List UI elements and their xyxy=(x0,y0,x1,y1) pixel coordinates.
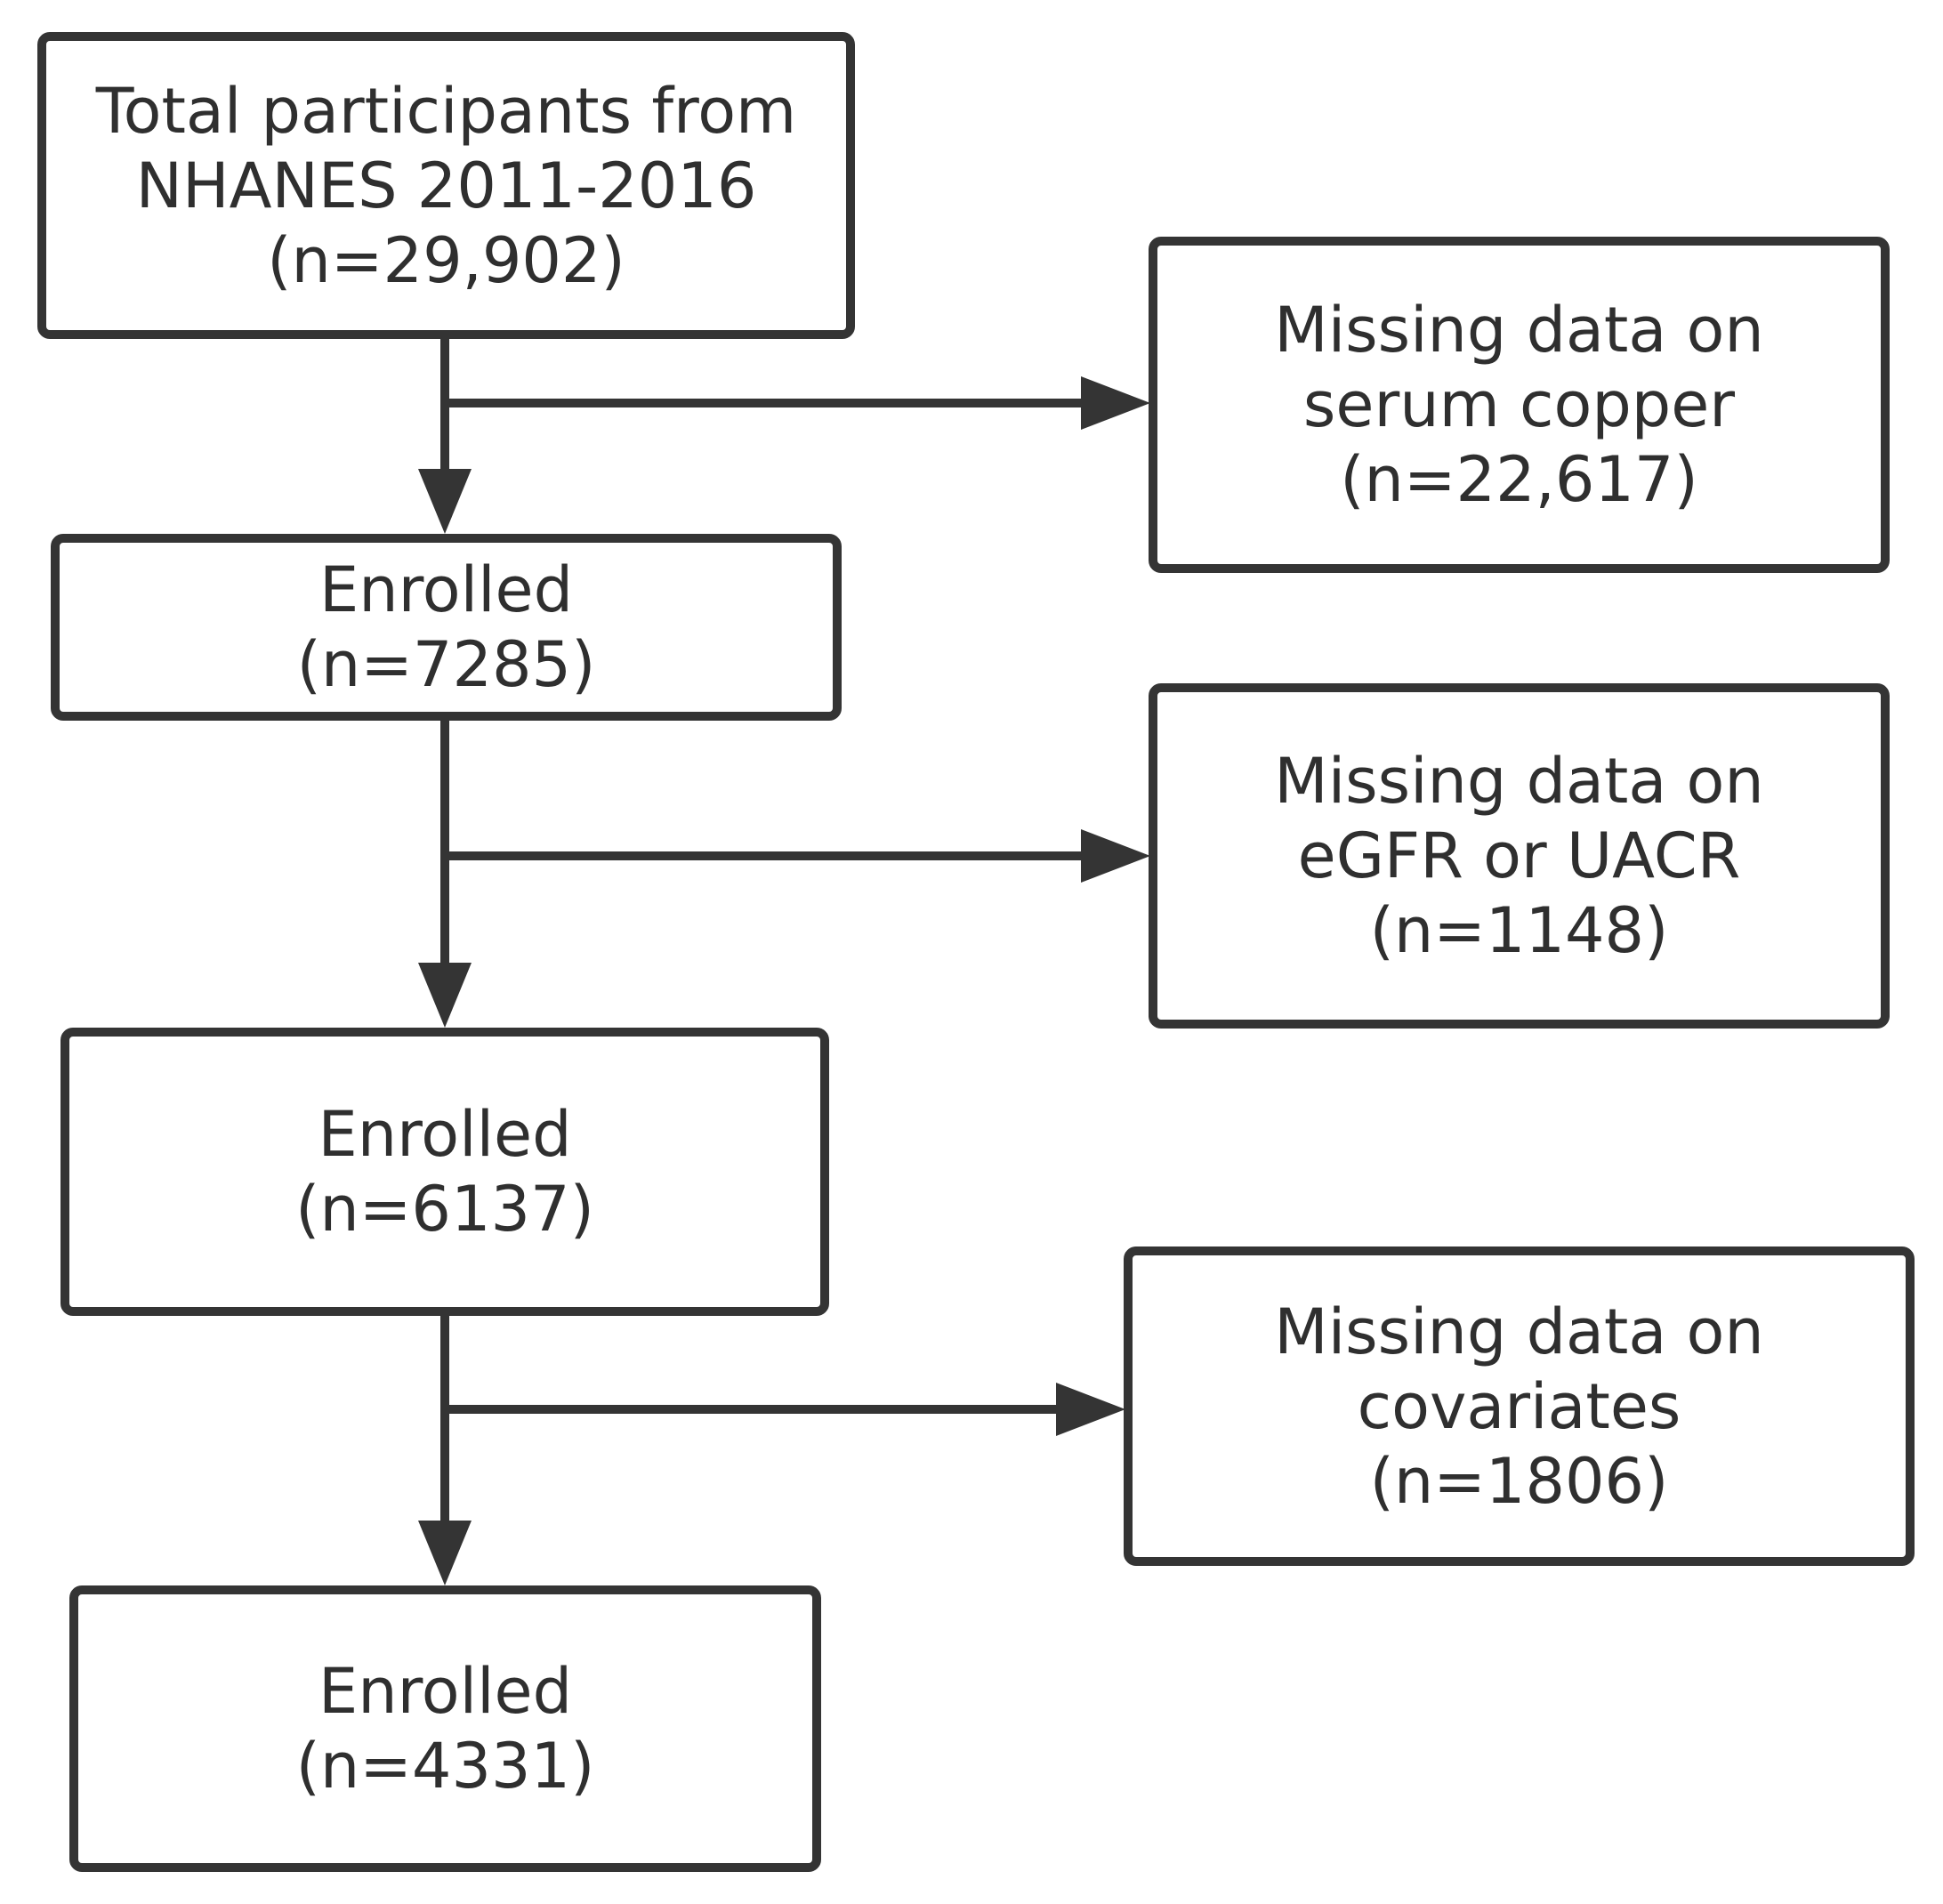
box-label-line: Enrolled xyxy=(318,1655,573,1728)
exclusion-box-serum-copper: Missing data on serum copper (n=22,617) xyxy=(1149,237,1890,573)
box-label-line: Missing data on xyxy=(1274,294,1764,367)
exclusion-box-covariates: Missing data on covariates (n=1806) xyxy=(1124,1246,1915,1566)
box-label-line: NHANES 2011-2016 xyxy=(135,149,757,222)
arrowhead-down-1 xyxy=(418,469,472,534)
box-label-line: covariates xyxy=(1357,1369,1681,1443)
box-label-line: eGFR or UACR xyxy=(1297,819,1741,892)
arrowhead-right-1 xyxy=(1081,376,1150,430)
arrowhead-down-2 xyxy=(418,963,472,1028)
total-participants-box: Total participants from NHANES 2011-2016… xyxy=(37,32,855,339)
box-count: (n=1148) xyxy=(1369,894,1669,967)
box-label-line: Enrolled xyxy=(318,553,574,626)
box-count: (n=22,617) xyxy=(1340,443,1698,516)
box-label-line: Missing data on xyxy=(1274,1295,1764,1368)
box-count: (n=6137) xyxy=(295,1173,594,1246)
box-count: (n=1806) xyxy=(1369,1444,1669,1518)
box-count: (n=7285) xyxy=(296,628,596,701)
exclusion-box-egfr-uacr: Missing data on eGFR or UACR (n=1148) xyxy=(1149,683,1890,1029)
box-label-line: Total participants from xyxy=(95,74,797,148)
enrolled-box-2: Enrolled (n=6137) xyxy=(60,1028,829,1316)
arrowhead-right-2 xyxy=(1081,829,1150,883)
box-count: (n=4331) xyxy=(295,1730,595,1803)
box-label-line: Missing data on xyxy=(1274,745,1764,818)
arrowhead-right-3 xyxy=(1056,1383,1125,1436)
enrolled-box-1: Enrolled (n=7285) xyxy=(51,534,842,721)
arrowhead-down-3 xyxy=(418,1521,472,1585)
enrolled-box-3: Enrolled (n=4331) xyxy=(69,1585,821,1872)
box-label-line: Enrolled xyxy=(318,1098,572,1171)
box-count: (n=29,902) xyxy=(267,223,625,297)
box-label-line: serum copper xyxy=(1302,368,1736,441)
